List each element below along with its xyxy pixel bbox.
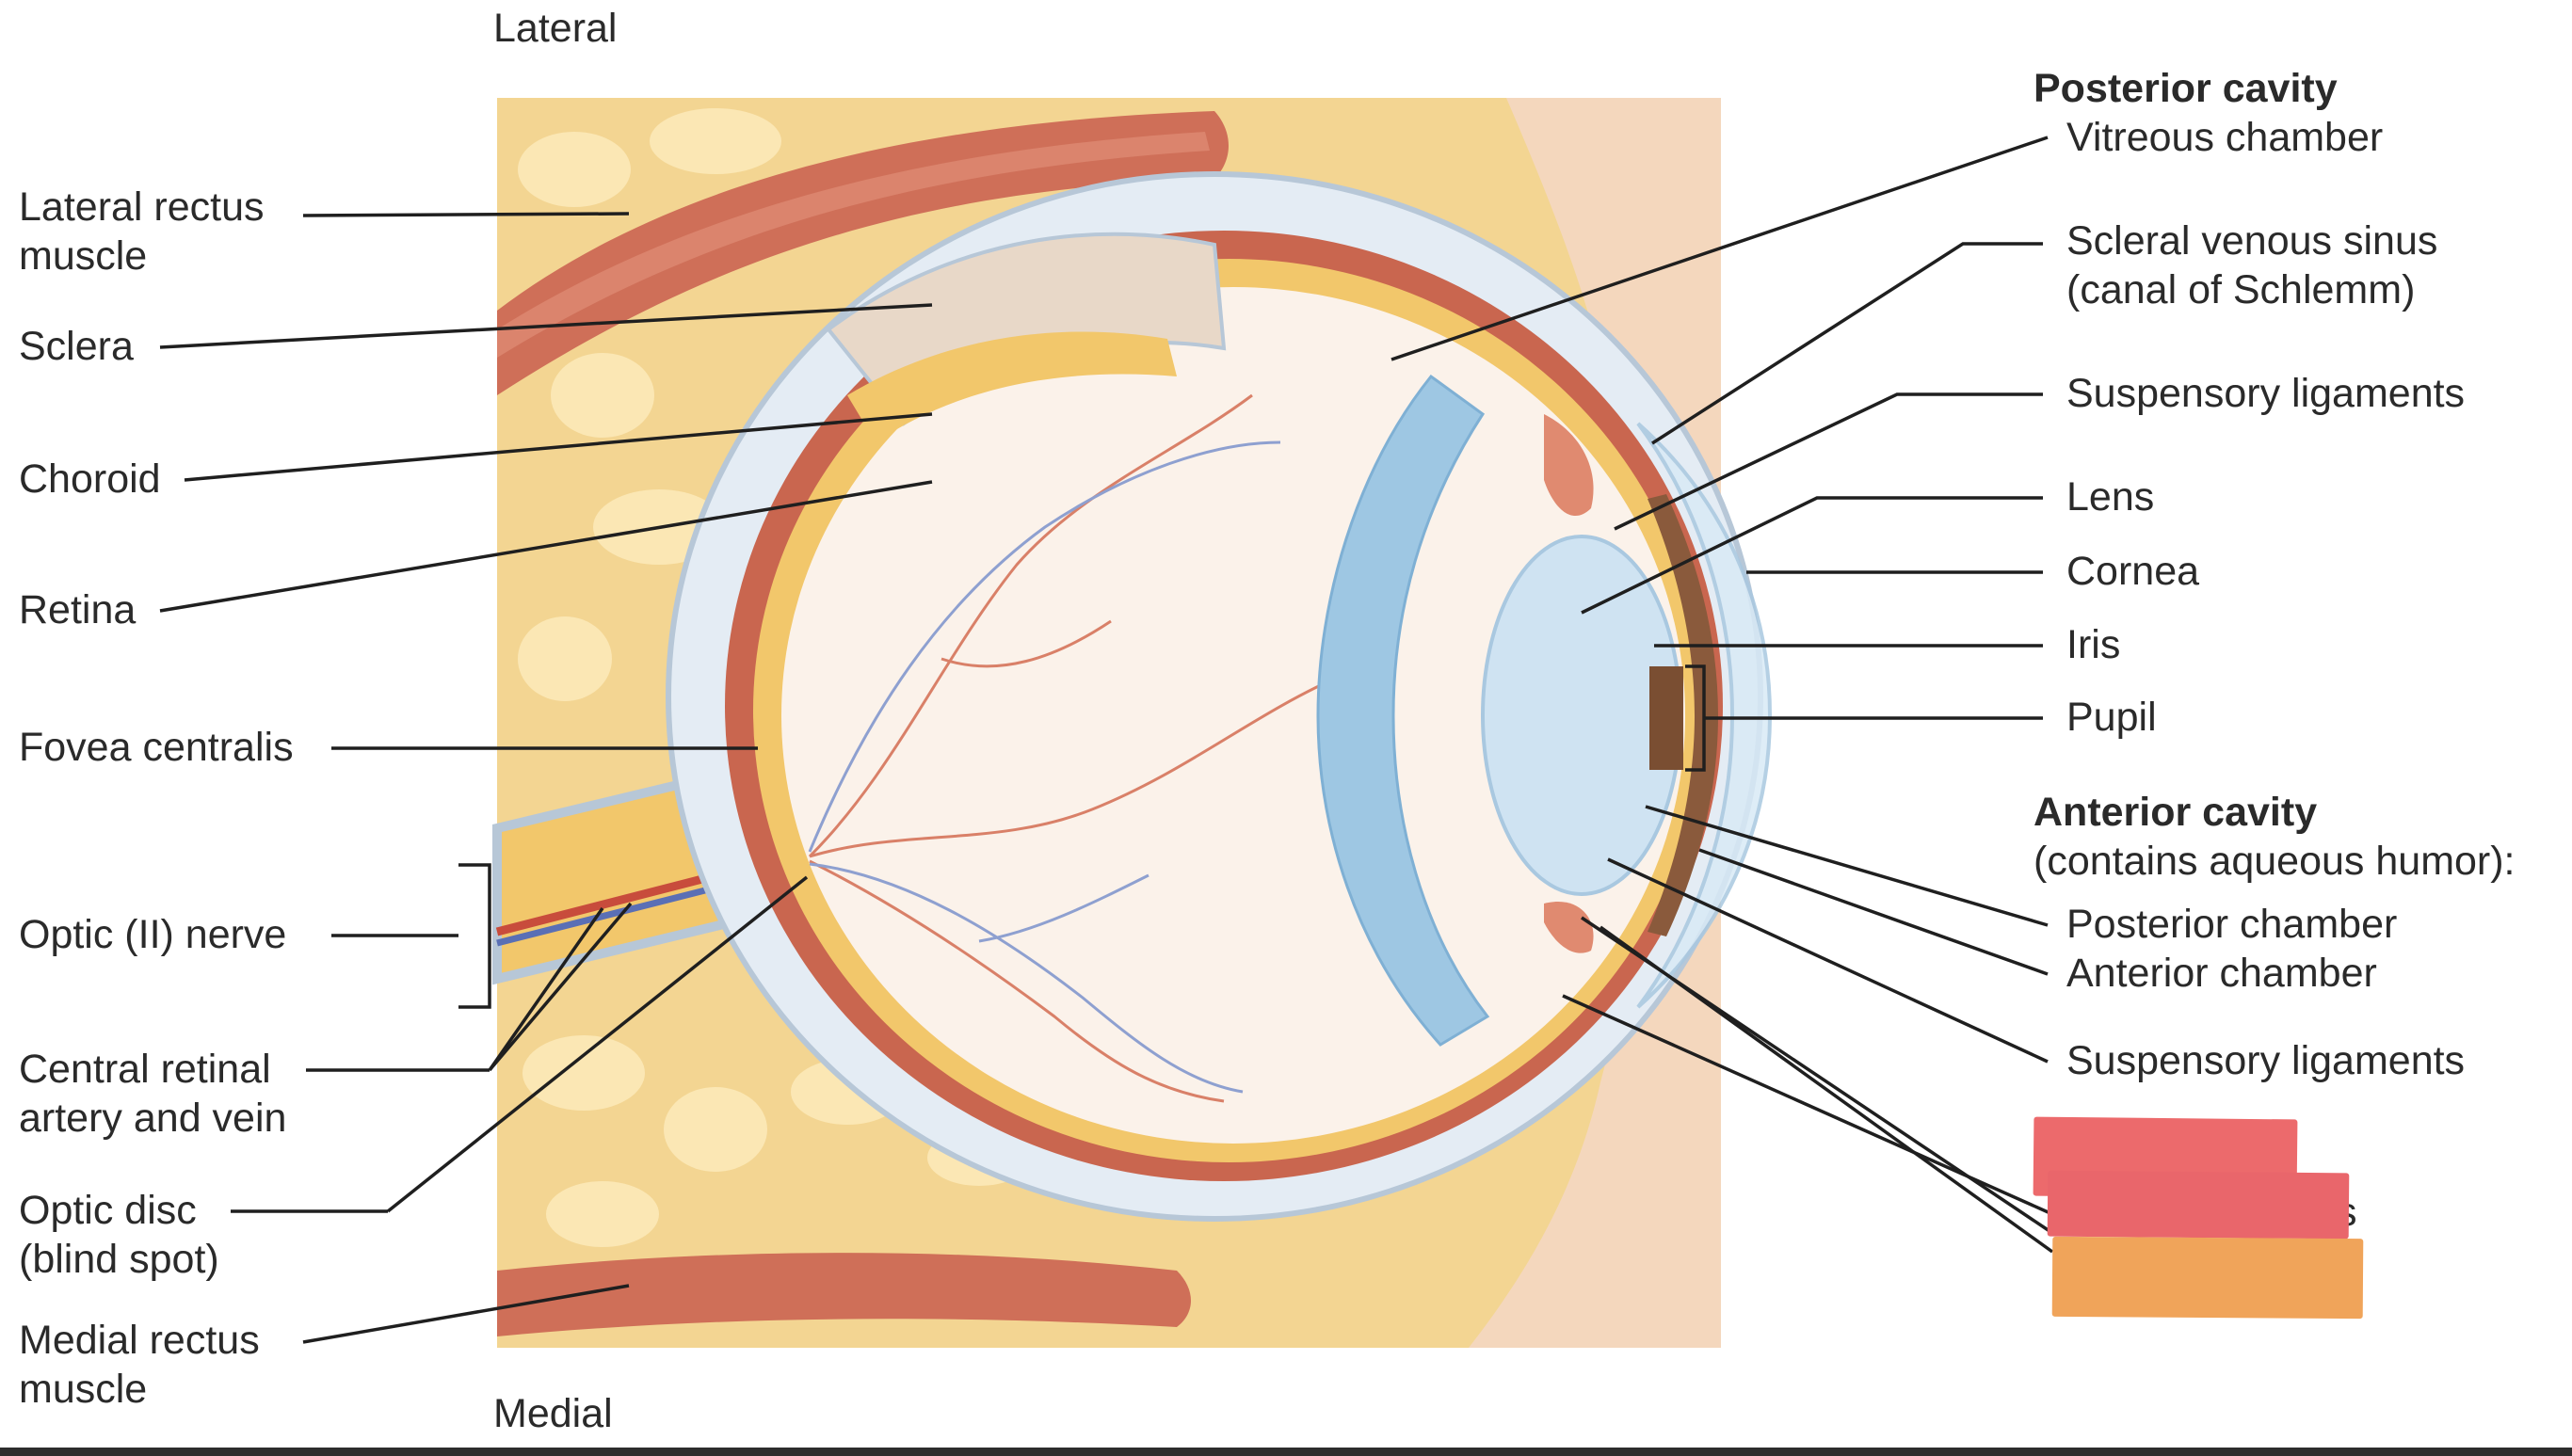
answer-cover-red-bottom[interactable] xyxy=(2047,1170,2350,1240)
label-fovea-centralis: Fovea centralis xyxy=(19,725,294,770)
medial-rectus-muscle xyxy=(497,1253,1191,1336)
label-posterior-chamber: Posterior chamber xyxy=(2066,902,2398,947)
label-medial-rectus-muscle: Medial rectus muscle xyxy=(19,1318,260,1412)
bottom-border-bar xyxy=(0,1448,2572,1456)
label-anterior-chamber: Anterior chamber xyxy=(2066,951,2377,996)
label-choroid: Choroid xyxy=(19,456,161,502)
iris xyxy=(1648,494,1718,936)
label-sclera: Sclera xyxy=(19,324,134,369)
ciliary-body xyxy=(1316,374,1490,1047)
label-lateral: Lateral xyxy=(493,6,618,51)
label-aqueous-humor: (contains aqueous humor): xyxy=(2033,839,2516,884)
label-lateral-rectus-muscle: Lateral rectus muscle xyxy=(19,184,265,279)
leader-lines xyxy=(159,136,2054,1344)
label-scleral-venous-sinus: Scleral venous sinus (canal of Schlemm) xyxy=(2066,218,2438,312)
fat-lobules xyxy=(518,108,1031,1247)
label-cornea: Cornea xyxy=(2066,549,2200,594)
label-suspensory-ligaments-bottom: Suspensory ligaments xyxy=(2066,1038,2466,1083)
label-suspensory-ligaments-top: Suspensory ligaments xyxy=(2066,371,2466,416)
label-iris: Iris xyxy=(2066,622,2121,667)
label-optic-disc: Optic disc (blind spot) xyxy=(19,1188,219,1282)
scleral-venous-sinus xyxy=(1544,414,1594,953)
cornea xyxy=(1636,422,1773,1009)
retinal-vessels xyxy=(808,393,1338,1103)
pupil xyxy=(1649,666,1683,770)
answer-cover-orange[interactable] xyxy=(2051,1236,2364,1320)
label-retina: Retina xyxy=(19,587,137,632)
label-medial: Medial xyxy=(493,1391,613,1436)
label-vitreous-chamber: Vitreous chamber xyxy=(2066,115,2384,160)
label-optic-nerve: Optic (II) nerve xyxy=(19,912,287,957)
label-lens: Lens xyxy=(2066,474,2155,520)
vitreous-chamber xyxy=(781,287,1685,1144)
label-anterior-cavity: Anterior cavity xyxy=(2033,790,2318,835)
label-pupil: Pupil xyxy=(2066,695,2157,740)
label-central-retinal-artery-vein: Central retinal artery and vein xyxy=(19,1047,287,1141)
lateral-rectus-muscle xyxy=(497,111,1229,395)
label-posterior-cavity: Posterior cavity xyxy=(2033,66,2338,111)
